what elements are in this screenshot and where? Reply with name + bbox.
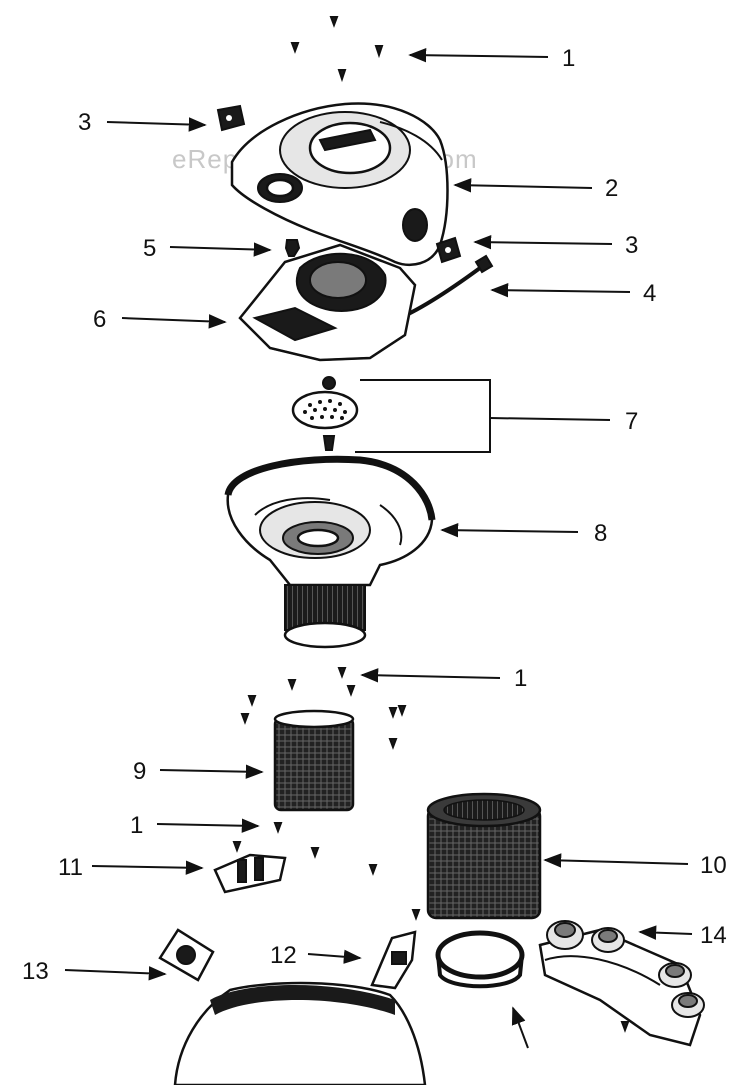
screws-middle bbox=[240, 667, 407, 750]
clip-left bbox=[158, 928, 215, 982]
cartridge-filter bbox=[426, 792, 542, 920]
screws-top bbox=[290, 16, 384, 83]
callout-label-12: 12 bbox=[270, 942, 297, 969]
lid-assembly bbox=[224, 455, 436, 649]
small-bolt bbox=[284, 239, 301, 257]
callout-label-1-lower: 1 bbox=[130, 812, 143, 839]
callout-label-7: 7 bbox=[625, 408, 638, 435]
foam-filter bbox=[273, 709, 355, 812]
callout-label-6: 6 bbox=[93, 306, 106, 333]
callout-label-13: 13 bbox=[22, 958, 49, 985]
filter-disc-assembly bbox=[291, 376, 359, 451]
callout-label-1-top: 1 bbox=[562, 45, 575, 72]
callout-label-14: 14 bbox=[700, 922, 727, 949]
callout-label-9: 9 bbox=[133, 758, 146, 785]
bracket-right bbox=[435, 236, 462, 264]
callout-label-2: 2 bbox=[605, 175, 618, 202]
motor-assembly bbox=[238, 243, 417, 362]
callout-label-8: 8 bbox=[594, 520, 607, 547]
callout-leaders bbox=[64, 48, 693, 1049]
filter-ring bbox=[435, 930, 525, 989]
motor-cover bbox=[230, 102, 449, 266]
caster-base bbox=[538, 920, 705, 1047]
callout-label-10: 10 bbox=[700, 852, 727, 879]
latch-small bbox=[370, 930, 417, 990]
callout-labels: 1 2 3 3 4 5 6 7 8 1 9 1 10 11 12 13 14 bbox=[22, 45, 727, 985]
callout-label-11: 11 bbox=[58, 854, 83, 881]
screws-lower bbox=[232, 822, 421, 921]
bracket-left bbox=[216, 104, 246, 132]
tank bbox=[173, 981, 427, 1085]
latch-left bbox=[213, 853, 287, 894]
callout-label-4: 4 bbox=[643, 280, 656, 307]
callout-label-1-middle: 1 bbox=[514, 665, 527, 692]
callout-label-3-left: 3 bbox=[78, 109, 91, 136]
callout-label-3-right: 3 bbox=[625, 232, 638, 259]
callout-label-5: 5 bbox=[143, 235, 156, 262]
